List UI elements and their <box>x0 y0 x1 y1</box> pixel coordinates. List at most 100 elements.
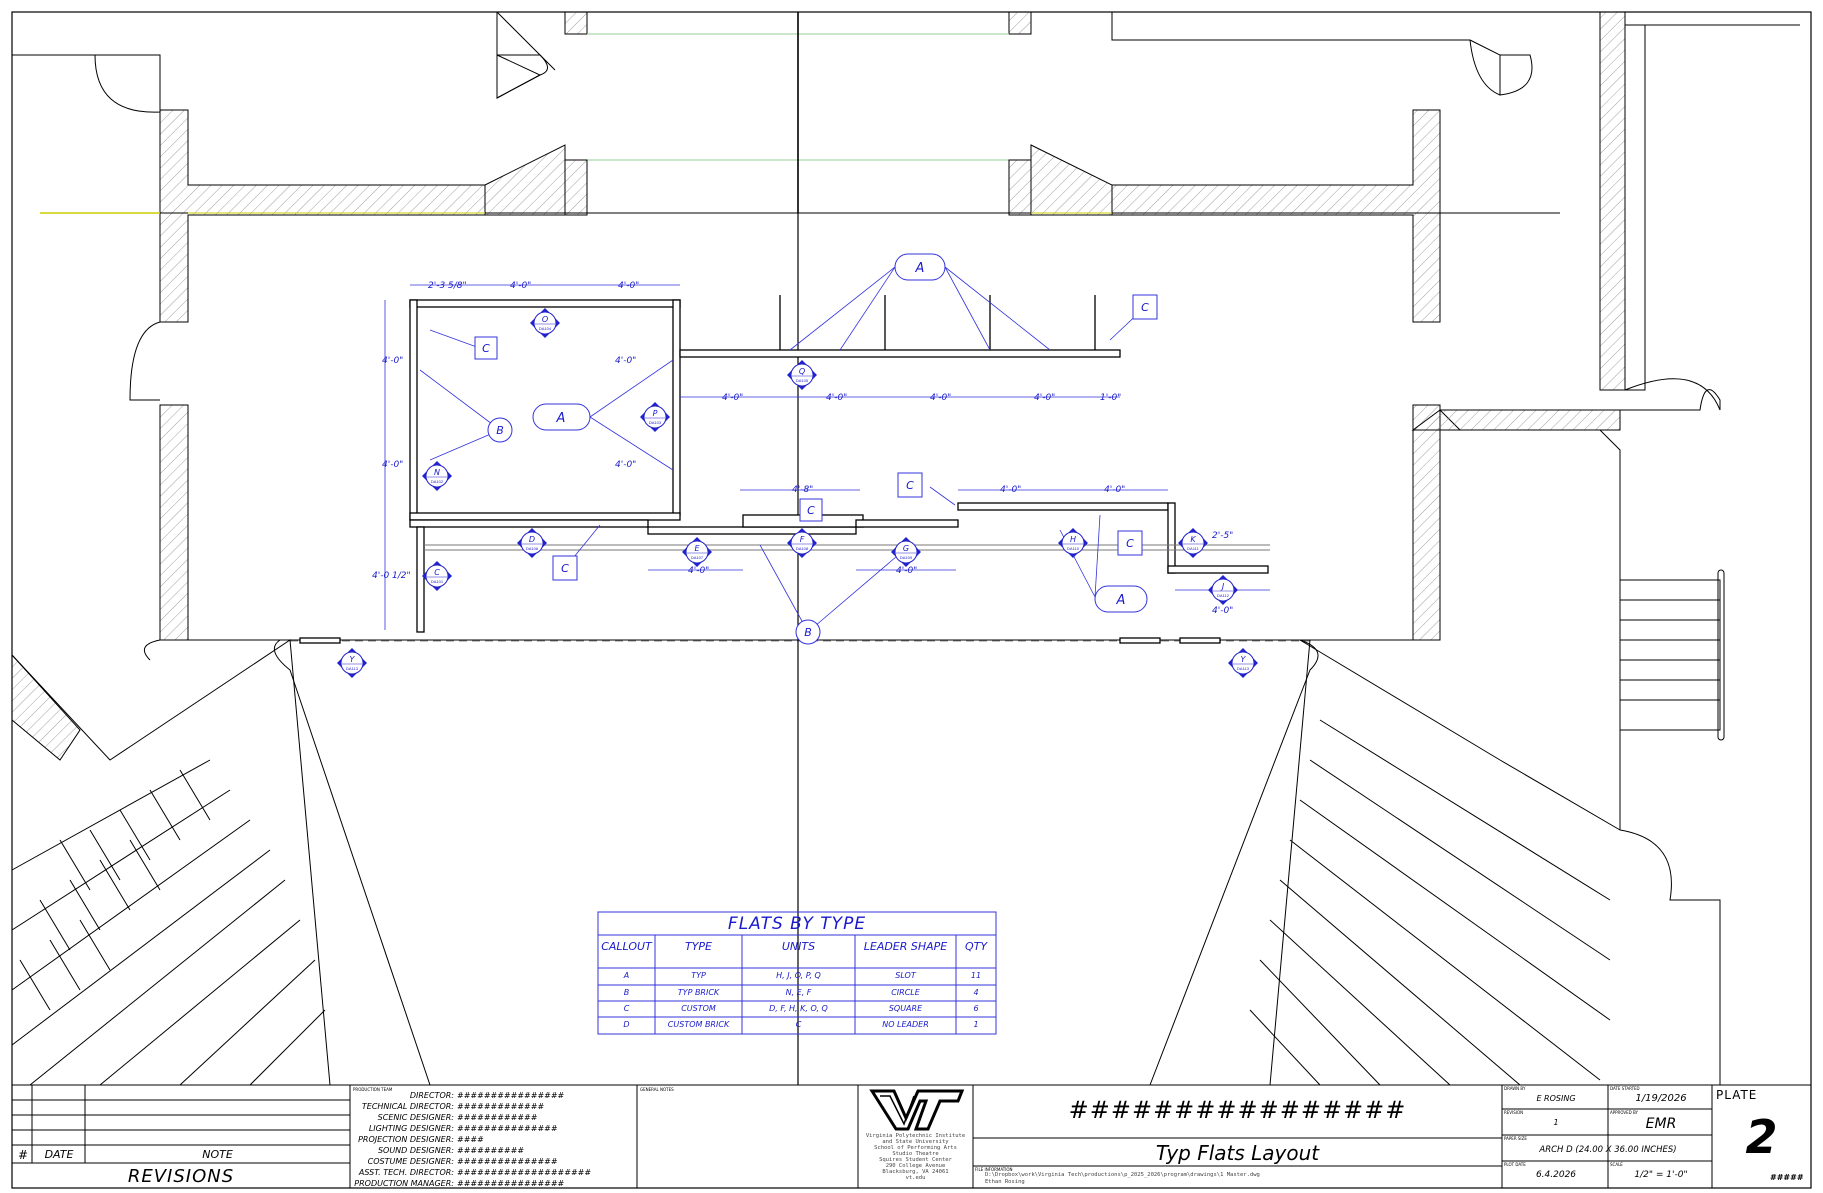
scale-label: SCALE <box>1610 1162 1623 1167</box>
marker-circle <box>1211 578 1235 602</box>
team-name: #################### <box>457 1168 592 1177</box>
vt-logo <box>858 1088 973 1136</box>
marker-letter: K <box>1190 535 1196 544</box>
marker-circle <box>425 564 449 588</box>
schedule-header: TYPE <box>684 940 713 953</box>
dim-label: 4'-0" <box>1000 485 1021 495</box>
revisions-title: REVISIONS <box>127 1166 235 1187</box>
drawing-title: Typ Flats Layout <box>1155 1141 1320 1165</box>
schedule-cell: CUSTOM <box>681 1004 716 1013</box>
dim-label: 2'-3 5/8" <box>428 281 467 291</box>
callout-b-label: B <box>804 626 812 639</box>
schedule-cell: 11 <box>970 971 982 980</box>
approved-by-label: APPROVED BY <box>1610 1110 1639 1115</box>
marker-circle <box>425 464 449 488</box>
dim-label: 4'-0" <box>510 281 531 291</box>
marker-code: DA109 <box>900 555 913 560</box>
date-started-label: DATE STARTED <box>1610 1086 1640 1091</box>
marker-circle <box>643 405 667 429</box>
dim-label: 4'-0" <box>1212 606 1233 616</box>
marker-code: DA102 <box>431 479 444 484</box>
callout-c-label: C <box>1141 301 1149 314</box>
flats-schedule-frame <box>597 911 997 1035</box>
marker-letter: Q <box>799 367 805 376</box>
marker-code: DA104 <box>539 326 552 331</box>
team-role: SOUND DESIGNER: <box>377 1146 454 1155</box>
callout-c-label: C <box>561 562 569 575</box>
architecture <box>11 11 1800 1086</box>
team-role: DIRECTOR: <box>409 1091 454 1100</box>
team-name: ############# <box>457 1102 545 1111</box>
revision-date-header: DATE <box>44 1148 74 1161</box>
schedule-cell: D, F, H, K, O, Q <box>769 1004 828 1013</box>
marker-code: DA108 <box>796 546 809 551</box>
marker-code: DA113 <box>1237 666 1250 671</box>
title-block-frame <box>12 1084 1811 1188</box>
dim-label: 4'-0" <box>722 393 743 403</box>
marker-circle <box>1181 531 1205 555</box>
dim-label: 4'-0" <box>382 460 403 470</box>
marker-letter: D <box>529 535 535 544</box>
marker-circle <box>790 531 814 555</box>
revision-note-header: NOTE <box>202 1148 233 1161</box>
schedule-cell: D <box>623 1020 630 1029</box>
sheet-hash: ##### <box>1770 1173 1804 1182</box>
schedule-cell: TYP <box>691 971 706 980</box>
callout-b-group <box>487 417 821 645</box>
marker-letter: P <box>653 409 658 418</box>
marker-circle <box>533 311 557 335</box>
institution-line: 290 College Avenue <box>885 1163 946 1169</box>
marker-letter: J <box>1220 582 1225 591</box>
marker-code: DA101 <box>431 579 444 584</box>
dim-label: 1'-0" <box>1100 393 1121 403</box>
dimension-labels: 2'-3 5/8" 4'-0" 4'-0" 4'-0" 4'-0" 4'-0 1… <box>372 281 1233 616</box>
marker-circle <box>340 651 364 675</box>
schedule-cell: H, J, O, P, Q <box>776 971 821 980</box>
marker-letter: C <box>434 568 440 577</box>
marker-letter: Y <box>350 655 356 664</box>
dim-label: 4'-0" <box>896 566 917 576</box>
dim-label: 4'-8" <box>792 485 813 495</box>
schedule-cell: SLOT <box>895 971 916 980</box>
marker-letter: H <box>1070 535 1076 544</box>
paper-size-label: PAPER SIZE <box>1504 1136 1527 1141</box>
file-info-label: FILE INFORMATION <box>975 1167 1013 1172</box>
callout-a-label: A <box>915 261 925 276</box>
marker-letter: N <box>434 468 440 477</box>
dim-label: 4'-0" <box>1104 485 1125 495</box>
marker-circle <box>790 363 814 387</box>
callout-a-group <box>532 253 1148 613</box>
callout-c-label: C <box>482 342 490 355</box>
schedule-cell: TYP BRICK <box>677 988 720 997</box>
marker-code: DA112 <box>1217 593 1230 598</box>
team-role: LIGHTING DESIGNER: <box>368 1124 454 1133</box>
marker-circle <box>894 540 918 564</box>
marker-circle <box>1231 651 1255 675</box>
team-name: ################ <box>457 1179 565 1188</box>
dim-label: 4'-0" <box>615 356 636 366</box>
dim-label: 4'-0" <box>1034 393 1055 403</box>
dim-label: 2'-5" <box>1212 531 1233 541</box>
callout-c-label: C <box>807 504 815 517</box>
callout-c-label: C <box>906 479 914 492</box>
dim-label: 4'-0" <box>382 356 403 366</box>
institution-line: School of Performing Arts <box>874 1145 957 1151</box>
plot-date: 6.4.2026 <box>1535 1170 1577 1180</box>
team-role: ASST. TECH. DIRECTOR: <box>358 1168 454 1177</box>
annotation-lines <box>384 266 1270 633</box>
dim-label: 4'-0" <box>618 281 639 291</box>
file-path: D:\Dropbox\work\Virginia Tech\production… <box>985 1172 1260 1178</box>
team-name: ############### <box>457 1157 558 1166</box>
schedule-cell: SQUARE <box>888 1004 923 1013</box>
schedule-header: CALLOUT <box>601 940 652 953</box>
schedule-cell: B <box>623 988 630 997</box>
institution-line: Studio Theatre <box>892 1151 939 1157</box>
dim-label: 4'-0 1/2" <box>372 571 411 581</box>
general-notes-label: GENERAL NOTES <box>640 1087 674 1092</box>
